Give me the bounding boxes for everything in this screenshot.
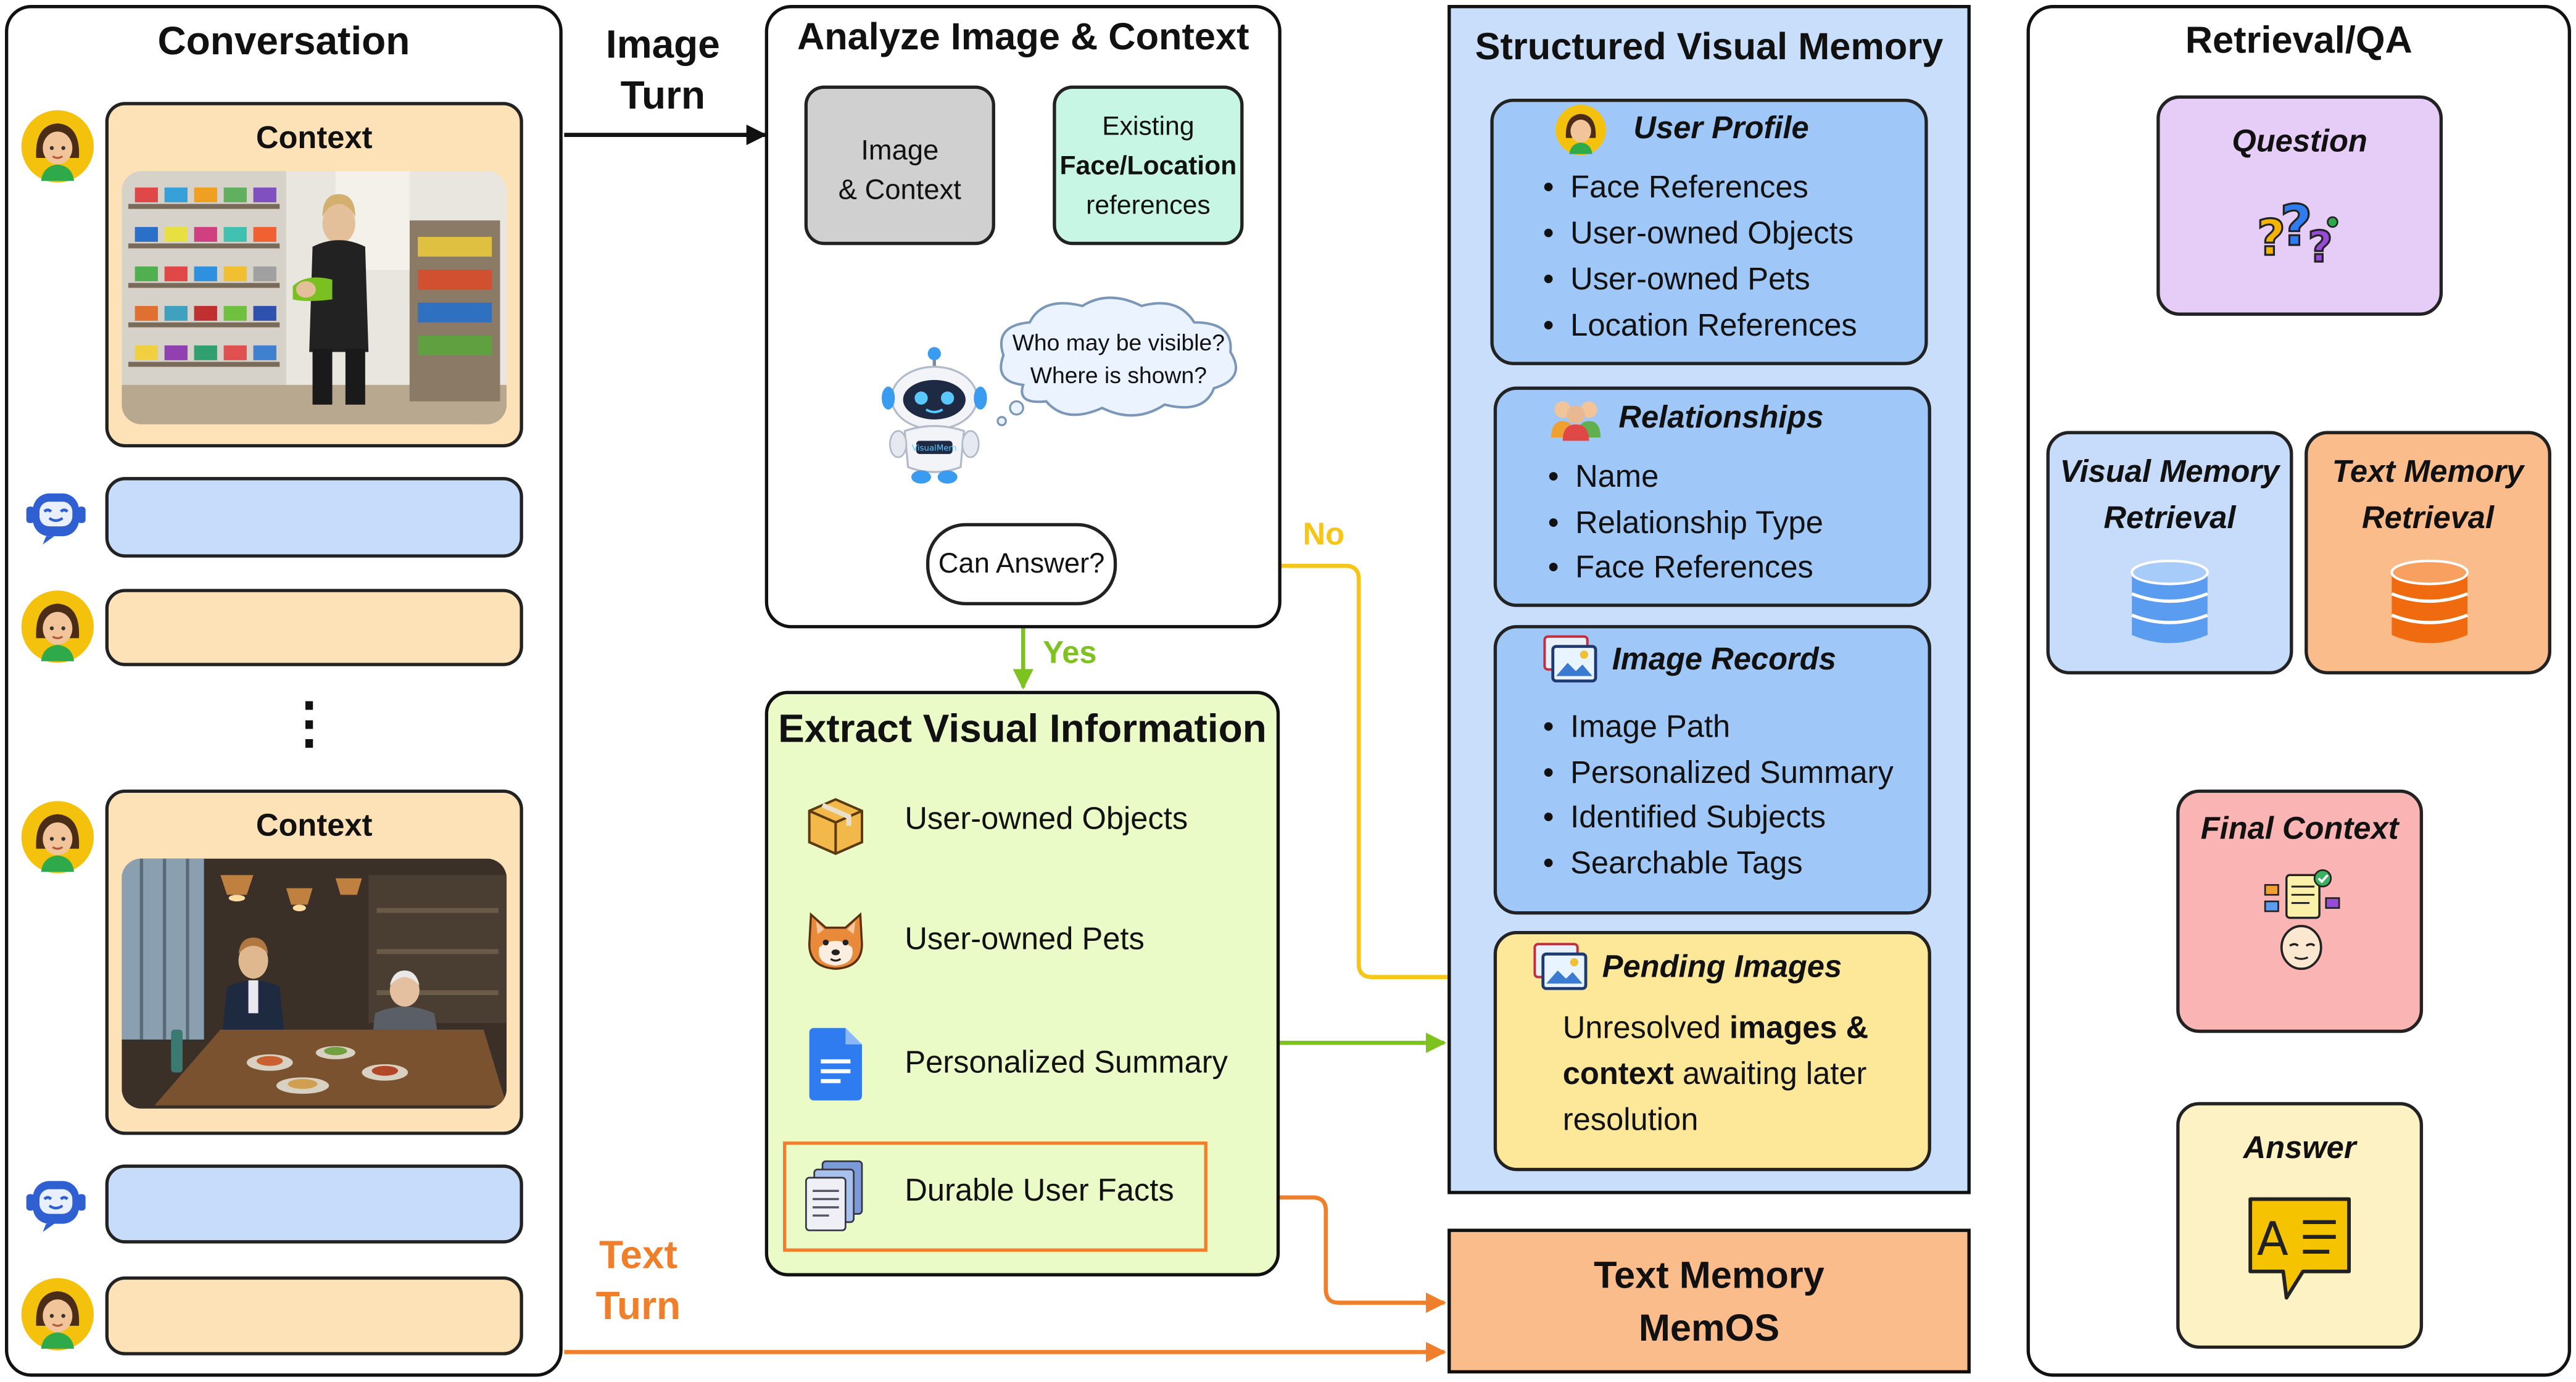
facts-to-text-memory-arrow [1206, 1195, 1447, 1314]
relationships-item: Face References [1548, 551, 1813, 587]
user-avatar-icon [21, 590, 94, 663]
visualmem-robot-icon: VisualMem [881, 347, 987, 484]
existing-references-box: Existing Face/Location references [1053, 85, 1244, 246]
context-label: Context [255, 809, 373, 844]
shoe-store-photo [122, 171, 507, 424]
question-box: Question [2156, 95, 2443, 316]
image-records-item: Searchable Tags [1543, 847, 1802, 883]
durable-facts-highlight [783, 1141, 1207, 1252]
user-avatar-icon [21, 1278, 94, 1351]
analyze-title: Analyze Image & Context [797, 14, 1249, 58]
text-memory-box: Text Memory MemOS [1447, 1228, 1971, 1374]
image-turn-label: Image Turn [573, 20, 753, 122]
user-avatar-icon [1555, 104, 1606, 155]
extract-item-pets: User-owned Pets [905, 922, 1145, 958]
pending-text-1a: Unresolved [1562, 1011, 1730, 1046]
svg-text:?: ? [2280, 194, 2313, 259]
yes-label: Yes [1043, 636, 1097, 671]
robot-badge-text: VisualMem [912, 444, 956, 453]
document-icon [809, 1028, 862, 1101]
image-records-title: Image Records [1612, 643, 1836, 678]
can-answer-decision: Can Answer? [926, 523, 1117, 606]
text-turn-label: Text Turn [573, 1230, 704, 1332]
user-profile-item: User-owned Pets [1543, 263, 1810, 300]
extract-title: Extract Visual Information [778, 707, 1267, 752]
dinner-photo [122, 858, 507, 1109]
no-label: No [1302, 518, 1345, 553]
package-icon [808, 798, 863, 855]
answer-speech-icon: A [2248, 1197, 2351, 1300]
database-icon [2131, 560, 2209, 643]
user-avatar-icon [21, 110, 94, 183]
text-retrieval-line-1: Text Memory [2332, 455, 2524, 490]
image-context-line-1: Image [861, 134, 939, 167]
visual-retrieval-line-2: Retrieval [2103, 502, 2236, 537]
thought-cloud-text: Who may be visible? Where is shown? [1003, 326, 1233, 392]
context-label: Context [255, 122, 373, 157]
image-records-item: Identified Subjects [1543, 801, 1826, 837]
svg-text:?: ? [2257, 209, 2285, 267]
answer-label: Answer [2243, 1132, 2356, 1167]
pending-images-description: Unresolved images & context awaiting lat… [1563, 1007, 1925, 1145]
relationships-item: Relationship Type [1548, 507, 1823, 543]
final-context-label: Final Context [2200, 813, 2399, 848]
existing-line-1: Existing [1102, 113, 1195, 142]
image-turn-line-1: Image [605, 23, 720, 68]
extract-item-durable-facts: Durable User Facts [905, 1174, 1174, 1209]
svg-text:A: A [2257, 1212, 2288, 1266]
text-memory-line-1: Text Memory [1594, 1253, 1824, 1296]
existing-line-3: references [1086, 192, 1211, 221]
conversation-title: Conversation [157, 19, 410, 64]
image-gallery-icon [1533, 943, 1588, 990]
conversation-ellipsis: ⋮ [281, 692, 338, 755]
image-context-line-2: & Context [838, 174, 961, 206]
user-message-bubble [105, 1276, 523, 1355]
thinking-head-icon [2264, 869, 2340, 970]
pending-images-title: Pending Images [1602, 950, 1842, 985]
image-context-box: Image & Context [804, 85, 995, 246]
text-turn-line-2: Turn [595, 1285, 681, 1330]
visual-retrieval-line-1: Visual Memory [2060, 455, 2280, 490]
retrieval-title: Retrieval/QA [2185, 18, 2412, 61]
text-turn-line-1: Text [598, 1233, 677, 1278]
assistant-bot-icon [26, 1181, 86, 1232]
pending-text-2a: context [1562, 1057, 1674, 1093]
text-retrieval-line-2: Retrieval [2362, 502, 2495, 537]
question-marks-icon: ? ? ? [2256, 193, 2338, 271]
dog-icon [808, 912, 863, 970]
image-records-item: Image Path [1543, 711, 1730, 747]
assistant-message-bubble [105, 477, 523, 558]
assistant-bot-icon [26, 493, 86, 545]
thought-line-2: Where is shown? [1030, 362, 1207, 389]
user-profile-title: User Profile [1633, 112, 1809, 147]
user-profile-item: Location References [1543, 309, 1857, 346]
database-icon [2390, 560, 2469, 643]
extract-item-objects: User-owned Objects [905, 803, 1188, 838]
relationships-item: Name [1548, 460, 1659, 497]
user-message-bubble [105, 589, 523, 666]
image-gallery-icon [1543, 635, 1597, 683]
pending-text-1b: images & [1729, 1011, 1869, 1046]
pending-text-2b: awaiting later [1673, 1057, 1867, 1093]
people-group-icon [1551, 401, 1601, 441]
user-profile-item: User-owned Objects [1543, 217, 1853, 254]
image-records-item: Personalized Summary [1543, 756, 1894, 793]
memory-title: Structured Visual Memory [1475, 24, 1944, 68]
thought-cloud-icon [996, 296, 1237, 426]
can-answer-label: Can Answer? [938, 547, 1105, 579]
no-arrow [1118, 563, 1496, 988]
thought-line-1: Who may be visible? [1012, 329, 1225, 355]
question-label: Question [2232, 125, 2367, 160]
user-profile-item: Face References [1543, 171, 1808, 207]
image-turn-line-2: Turn [620, 73, 706, 118]
existing-line-2: Face/Location [1059, 152, 1237, 181]
relationships-title: Relationships [1618, 401, 1824, 436]
svg-text:?: ? [2308, 223, 2332, 271]
assistant-message-bubble [105, 1164, 523, 1244]
files-icon [805, 1160, 863, 1231]
text-memory-line-2: MemOS [1638, 1305, 1780, 1349]
pending-text-3: resolution [1562, 1103, 1699, 1138]
extract-item-summary: Personalized Summary [905, 1046, 1228, 1081]
user-avatar-icon [21, 801, 94, 874]
